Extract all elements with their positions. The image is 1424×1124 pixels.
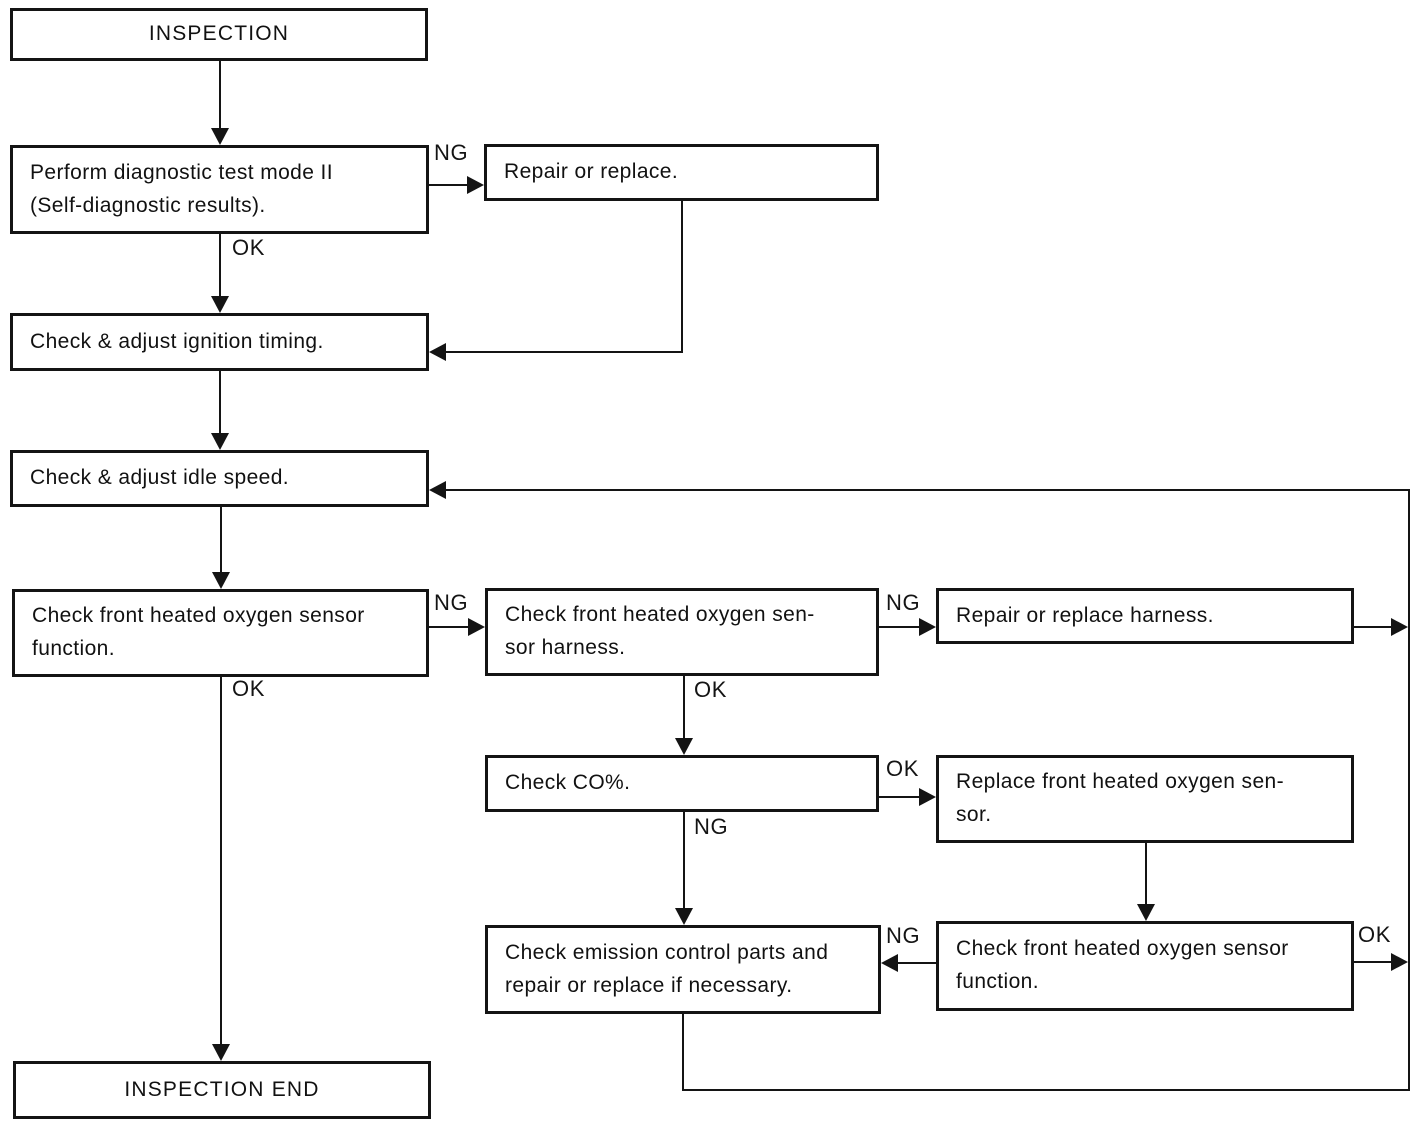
node-diagnostic-test-label: Perform diagnostic test mode II (Self-di…	[30, 160, 334, 217]
connector-o2function2-ng-to-emission	[897, 962, 936, 964]
node-inspection-end: INSPECTION END	[13, 1061, 431, 1119]
node-check-co: Check CO%.	[485, 755, 879, 812]
edge-label-ng-o2-function-2: NG	[886, 923, 921, 948]
node-repair-or-replace: Repair or replace.	[484, 144, 879, 201]
node-emission-parts: Check emission control parts and repair …	[485, 925, 881, 1014]
node-idle-speed-label: Check & adjust idle speed.	[30, 466, 290, 489]
connector-ignition-to-idle	[219, 371, 221, 434]
node-repair-harness: Repair or replace harness.	[936, 588, 1354, 644]
connector-co-ok-to-replace	[879, 796, 920, 798]
node-o2-sensor-harness: Check front heated oxygen sen- sor harne…	[485, 588, 879, 676]
arrowhead-feedback-to-idle	[429, 481, 446, 499]
connector-diagnostic-ok-to-ignition	[219, 234, 221, 297]
arrowhead-diagnostic-ng-to-repair	[467, 176, 484, 194]
arrowhead-repairharness-to-rail	[1391, 618, 1408, 636]
edge-label-ok-diagnostic: OK	[232, 235, 265, 260]
node-emission-parts-label: Check emission control parts and repair …	[505, 940, 829, 997]
node-repair-or-replace-label: Repair or replace.	[504, 160, 679, 183]
node-o2-sensor-function-2: Check front heated oxygen sensor functio…	[936, 921, 1354, 1011]
connector-co-ng-to-emission	[683, 812, 685, 909]
connector-o2function1-ng-to-harness	[429, 626, 469, 628]
connector-bottom-rail	[682, 1089, 1410, 1091]
connector-diagnostic-ng-to-repair	[428, 184, 468, 186]
node-repair-harness-label: Repair or replace harness.	[956, 603, 1214, 627]
arrowhead-idle-to-o2function1	[212, 572, 230, 589]
arrowhead-o2function2-ng-to-emission	[881, 954, 898, 972]
connector-feedback-to-idle	[445, 489, 1410, 491]
node-replace-o2-sensor: Replace front heated oxygen sen- sor.	[936, 755, 1354, 843]
arrowhead-ignition-to-idle	[211, 433, 229, 450]
connector-o2function1-ok-to-end	[220, 677, 222, 1045]
node-ignition-timing: Check & adjust ignition timing.	[10, 313, 429, 371]
edge-label-ng-harness: NG	[886, 590, 921, 615]
connector-repairharness-to-rail	[1354, 626, 1392, 628]
edge-label-ok-co: OK	[886, 756, 919, 781]
node-inspection: INSPECTION	[10, 8, 428, 61]
node-ignition-timing-label: Check & adjust ignition timing.	[30, 329, 324, 353]
node-check-co-label: Check CO%.	[505, 771, 631, 794]
connector-right-rail	[1408, 489, 1410, 1091]
node-o2-sensor-function-1-label: Check front heated oxygen sensor functio…	[32, 604, 365, 660]
arrowhead-harness-ok-to-co	[675, 738, 693, 755]
connector-repair-drop	[681, 201, 683, 352]
node-idle-speed: Check & adjust idle speed.	[10, 450, 429, 507]
node-diagnostic-test: Perform diagnostic test mode II (Self-di…	[10, 145, 429, 234]
arrowhead-o2function1-ok-to-end	[212, 1044, 230, 1061]
connector-idle-to-o2function1	[220, 507, 222, 573]
node-o2-sensor-function-1: Check front heated oxygen sensor functio…	[12, 589, 429, 677]
edge-label-ok-o2-function-1: OK	[232, 676, 265, 701]
arrowhead-co-ng-to-emission	[675, 908, 693, 925]
connector-inspection-to-diagnostic	[219, 61, 221, 129]
connector-harness-ok-to-co	[683, 676, 685, 739]
arrowhead-co-ok-to-replace	[919, 788, 936, 806]
edge-label-ok-o2-function-2: OK	[1358, 922, 1391, 947]
arrowhead-replace-to-o2function2	[1137, 904, 1155, 921]
edge-label-ok-harness: OK	[694, 677, 727, 702]
node-o2-sensor-harness-label: Check front heated oxygen sen- sor harne…	[505, 603, 815, 659]
node-replace-o2-sensor-label: Replace front heated oxygen sen- sor.	[956, 770, 1285, 826]
arrowhead-o2function2-ok-to-rail	[1391, 953, 1408, 971]
connector-harness-ng-to-repairharness	[879, 626, 920, 628]
connector-replace-to-o2function2	[1145, 843, 1147, 905]
arrowhead-o2function1-ng-to-harness	[468, 618, 485, 636]
edge-label-ng-o2-function-1: NG	[434, 590, 469, 615]
arrowhead-harness-ng-to-repairharness	[919, 618, 936, 636]
node-inspection-label: INSPECTION	[148, 22, 290, 45]
edge-label-ng-co: NG	[694, 814, 729, 839]
node-o2-sensor-function-2-label: Check front heated oxygen sensor functio…	[956, 937, 1289, 993]
arrowhead-diagnostic-ok-to-ignition	[211, 296, 229, 313]
connector-repair-to-ignition	[445, 351, 683, 353]
arrowhead-inspection-to-diagnostic	[211, 128, 229, 145]
connector-emission-drop	[682, 1014, 684, 1091]
edge-label-ng-diagnostic: NG	[434, 140, 469, 165]
node-inspection-end-label: INSPECTION END	[124, 1077, 320, 1101]
connector-o2function2-ok-to-rail	[1354, 961, 1392, 963]
arrowhead-repair-to-ignition	[429, 343, 446, 361]
